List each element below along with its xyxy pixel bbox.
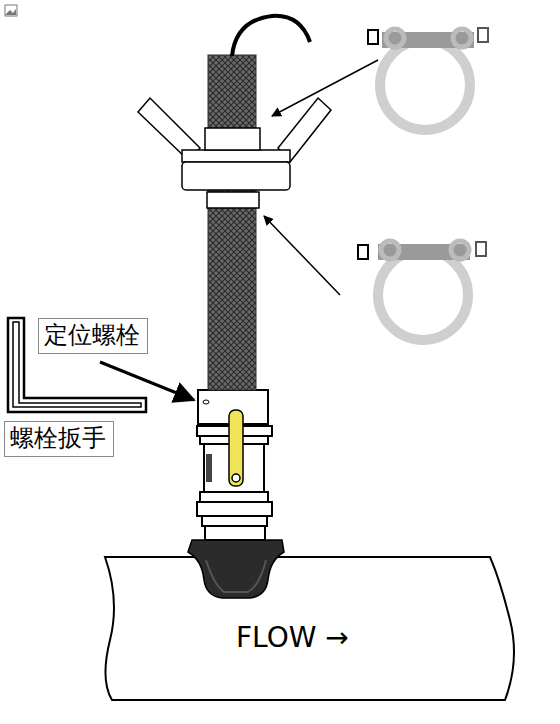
callout-text: 定位螺栓: [44, 321, 140, 349]
pointer-arrow: [272, 60, 378, 116]
l-wrench: [8, 318, 146, 412]
y-block: [138, 98, 331, 208]
pointer-arrow: [264, 216, 340, 295]
hose-clamp: [358, 241, 486, 340]
callout-box: 螺栓扳手: [4, 421, 114, 457]
hose-clamp: [368, 28, 488, 130]
callout-text: 螺栓扳手: [10, 424, 106, 452]
pointer-arrow: [100, 362, 194, 400]
callout-box: 定位螺栓: [38, 318, 148, 354]
cable: [232, 16, 310, 56]
flow-label: FLOW →: [236, 622, 349, 654]
weld-fitting: [188, 540, 284, 598]
probe-rod: [208, 55, 256, 390]
pipe: [105, 557, 514, 700]
valve-handle: [229, 410, 243, 486]
image-icon: [5, 5, 17, 16]
